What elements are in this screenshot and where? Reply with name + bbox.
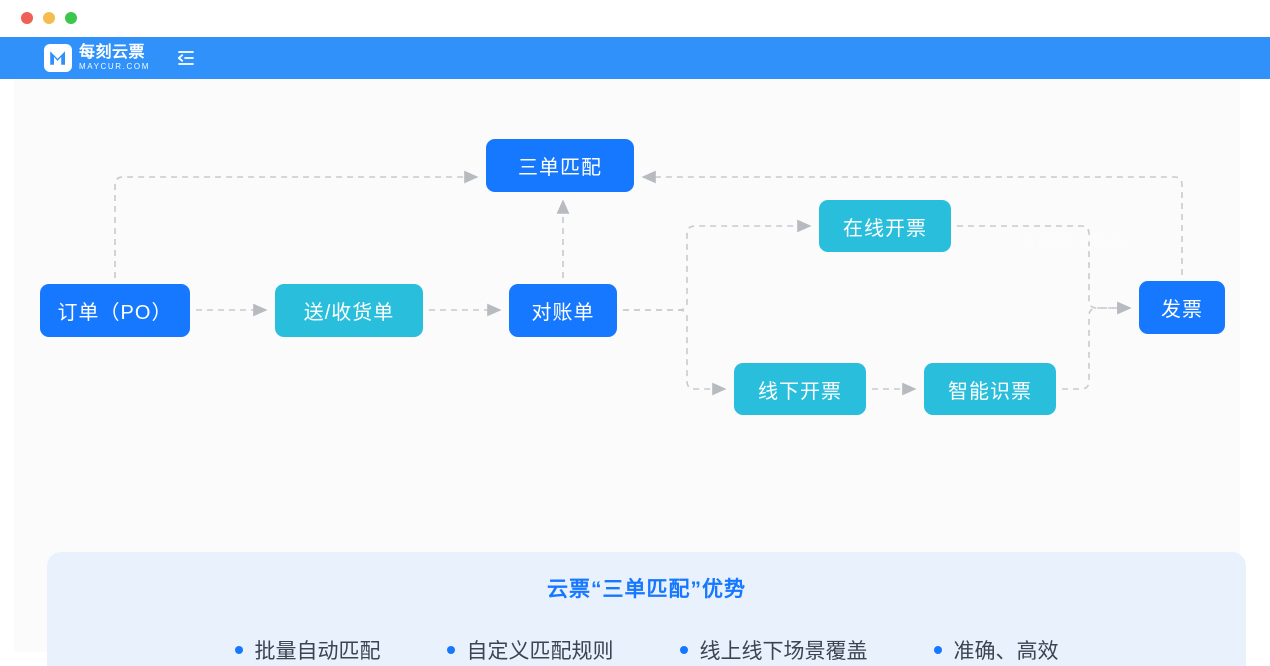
bullet-dot-icon	[679, 646, 688, 654]
bullet-dot-icon	[933, 646, 942, 654]
maycur-mark-icon	[44, 44, 72, 72]
list-item: 批量自动匹配	[234, 635, 381, 665]
app-header-bar	[0, 37, 1264, 79]
brand-name-cn: 每刻云票	[79, 44, 146, 61]
brand-logo[interactable]: 每刻云票 MAYCUR.COM	[44, 44, 150, 72]
zoom-window-button[interactable]	[65, 12, 77, 24]
list-item: 自定义匹配规则	[446, 635, 614, 665]
traffic-lights	[21, 12, 77, 24]
brand-name-en: MAYCUR.COM	[79, 62, 150, 71]
flow-node-online-invoicing[interactable]: 在线开票	[819, 200, 951, 252]
content-canvas: 查阅电子档案 订单（PO） 送/收货单 对账单 三单匹配 在线开票 线下开票 智…	[14, 79, 1246, 666]
window-titlebar	[0, 0, 1270, 36]
flow-node-invoice[interactable]: 发票	[1139, 281, 1225, 334]
app-header-bar-edge	[1264, 37, 1270, 79]
flow-node-po[interactable]: 订单（PO）	[40, 284, 190, 337]
list-item-label: 自定义匹配规则	[466, 640, 614, 663]
flow-node-smart-recognition[interactable]: 智能识票	[924, 363, 1056, 415]
list-item: 准确、高效	[933, 635, 1059, 665]
advantages-list: 批量自动匹配 自定义匹配规则 线上线下场景覆盖 准确、高效	[47, 635, 1246, 665]
flow-edge-label: 查阅电子档案	[1020, 232, 1128, 251]
advantages-panel: 云票“三单匹配”优势 批量自动匹配 自定义匹配规则 线上线下场景覆盖 准确、高效	[47, 552, 1246, 666]
flow-node-statement[interactable]: 对账单	[509, 284, 617, 337]
bullet-dot-icon	[234, 646, 243, 654]
flow-node-delivery-receipt[interactable]: 送/收货单	[275, 284, 423, 337]
advantages-title: 云票“三单匹配”优势	[547, 578, 746, 601]
flow-diagram: 查阅电子档案 订单（PO） 送/收货单 对账单 三单匹配 在线开票 线下开票 智…	[14, 79, 1240, 479]
close-window-button[interactable]	[21, 12, 33, 24]
menu-collapse-icon[interactable]	[174, 47, 196, 69]
list-item: 线上线下场景覆盖	[679, 635, 868, 665]
flow-node-offline-invoicing[interactable]: 线下开票	[734, 363, 866, 415]
flow-node-three-way-match[interactable]: 三单匹配	[486, 139, 634, 192]
list-item-label: 线上线下场景覆盖	[699, 640, 868, 663]
minimize-window-button[interactable]	[43, 12, 55, 24]
bullet-dot-icon	[446, 646, 455, 654]
list-item-label: 准确、高效	[953, 640, 1059, 663]
flow-connectors	[114, 170, 1183, 396]
list-item-label: 批量自动匹配	[254, 640, 381, 663]
brand-text: 每刻云票 MAYCUR.COM	[79, 45, 150, 71]
